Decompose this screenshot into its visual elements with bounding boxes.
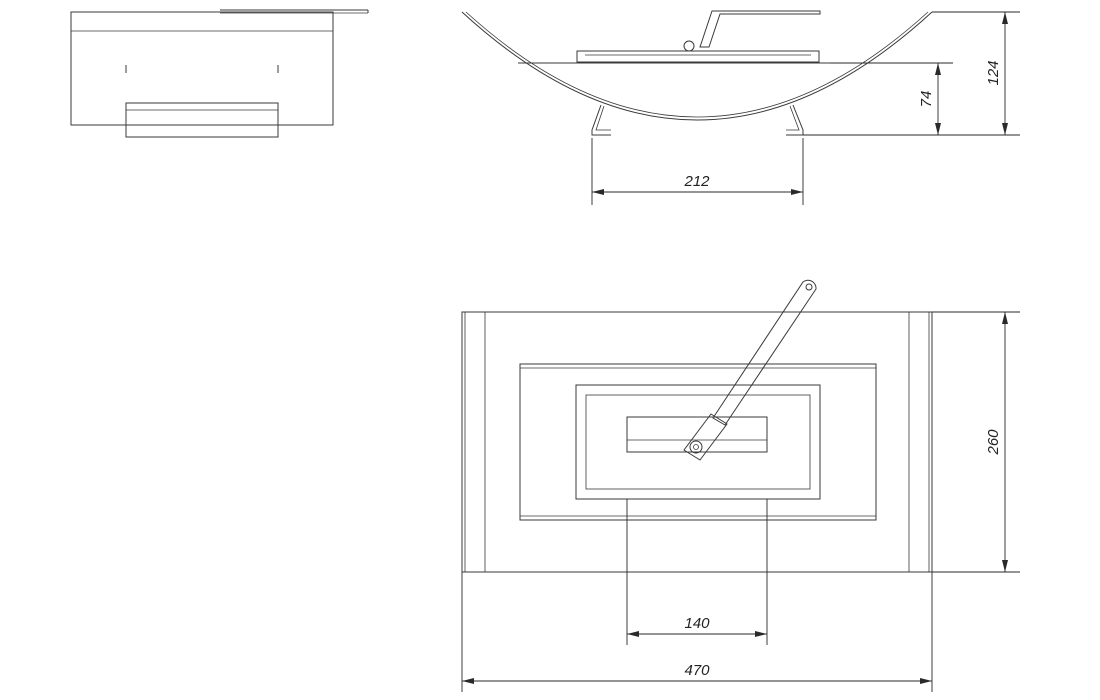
dim-label-overall-width: 470 — [684, 662, 710, 679]
handle-grip — [683, 413, 728, 461]
dim-label-base-height: 74 — [918, 91, 935, 108]
top-view-handle — [683, 279, 817, 461]
top-view-left-strip — [464, 311, 486, 573]
top-view-burner-opening — [626, 416, 768, 453]
handle-arm — [699, 10, 821, 48]
top-view-tray — [519, 363, 877, 521]
handle-pivot — [689, 440, 703, 454]
burner-lid — [576, 50, 820, 63]
handle-knob — [683, 40, 695, 52]
dim-label-total-height: 124 — [985, 60, 1002, 85]
top-view-burner-inner — [585, 394, 811, 490]
top-view: 140 470 260 — [461, 279, 1020, 692]
dim-label-burner-width: 140 — [684, 615, 710, 632]
leg-left — [591, 104, 611, 136]
dim-label-overall-depth: 260 — [985, 429, 1002, 456]
handle-hole — [805, 283, 813, 291]
bowl-outer-curve — [461, 11, 933, 121]
top-view-right-strip — [908, 311, 930, 573]
side-view — [70, 9, 369, 138]
side-view-body — [70, 11, 334, 126]
top-view-outline — [461, 311, 933, 573]
leg-right — [786, 104, 804, 136]
top-view-burner-frame — [575, 384, 821, 500]
dim-label-leg-span: 212 — [683, 173, 710, 190]
bowl-inner-curve — [465, 11, 929, 118]
side-view-base — [125, 102, 279, 138]
front-view: 212 74 124 — [461, 10, 1020, 205]
